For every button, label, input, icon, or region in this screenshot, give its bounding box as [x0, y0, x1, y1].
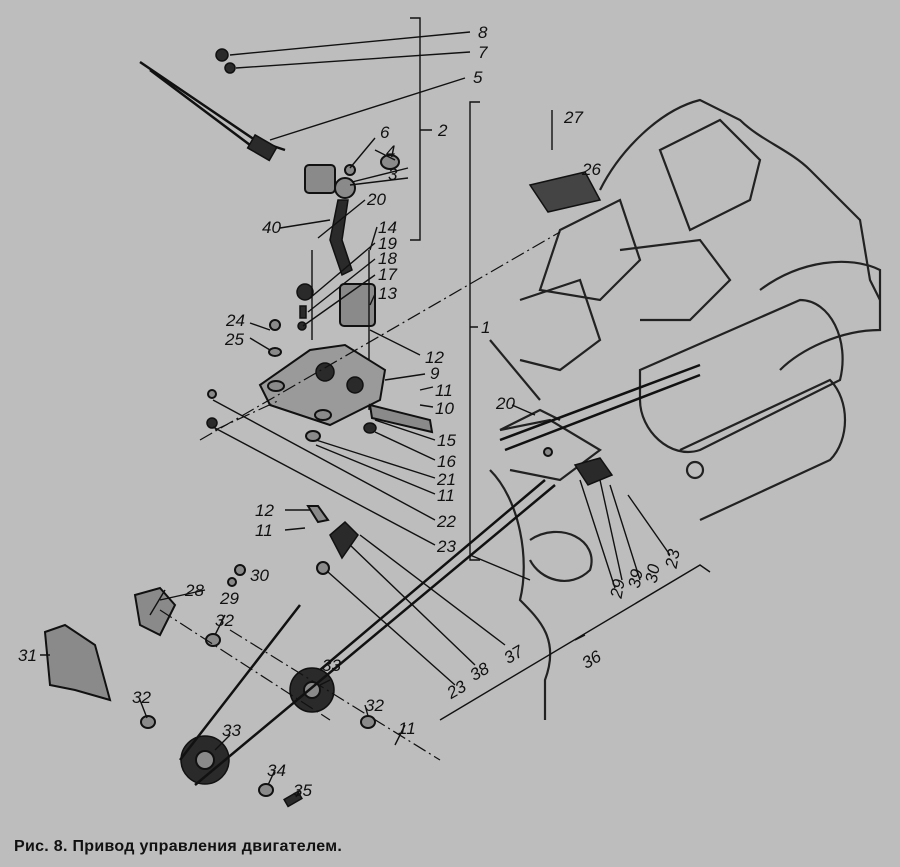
callout-20: 20 [366, 190, 386, 209]
callout-4: 4 [386, 142, 395, 161]
callout-40: 40 [262, 218, 281, 237]
figure-caption: Рис. 8. Привод управления двигателем. [14, 838, 343, 855]
callout-17: 17 [378, 265, 397, 284]
callout-36: 36 [579, 646, 605, 672]
callout-11: 11 [255, 521, 273, 540]
lower-drive-parts [43, 447, 614, 808]
callout-33: 33 [322, 656, 341, 675]
callout-22: 22 [436, 512, 456, 531]
callout-20: 20 [495, 394, 515, 413]
callout-29: 29 [219, 589, 239, 608]
callout-7: 7 [478, 43, 488, 62]
callout-19: 19 [378, 234, 397, 253]
callout-11: 11 [435, 381, 453, 400]
callout-30: 30 [250, 566, 269, 585]
callout-23: 23 [436, 537, 456, 556]
callout-38: 38 [467, 658, 493, 684]
callout-27: 27 [563, 108, 583, 127]
wiper-arm [139, 48, 286, 162]
callout-8: 8 [478, 23, 488, 42]
lever-assembly [206, 154, 434, 442]
callout-34: 34 [267, 761, 286, 780]
callout-13: 13 [378, 284, 397, 303]
callout-9: 9 [430, 364, 440, 383]
callout-6: 6 [380, 123, 390, 142]
callout-11: 11 [398, 719, 416, 738]
callout-12: 12 [255, 501, 274, 520]
callout-32: 32 [365, 696, 384, 715]
engine-block [489, 98, 882, 720]
callout-18: 18 [378, 249, 397, 268]
callout-23: 23 [443, 676, 470, 703]
callout-3: 3 [388, 165, 398, 184]
callout-12: 12 [425, 348, 444, 367]
callout-14: 14 [378, 218, 397, 237]
callout-5: 5 [473, 68, 483, 87]
callout-30: 30 [642, 562, 664, 584]
callout-10: 10 [435, 399, 454, 418]
callout-32: 32 [215, 611, 234, 630]
callout-11: 11 [437, 486, 455, 505]
callout-23: 23 [662, 547, 684, 570]
callout-29: 29 [607, 577, 629, 600]
callout-21: 21 [436, 470, 456, 489]
callout-24: 24 [225, 311, 245, 330]
callout-39: 39 [625, 567, 647, 589]
leader-lines [40, 17, 711, 798]
callout-25: 25 [224, 330, 244, 349]
callout-2: 2 [437, 121, 448, 140]
callout-1: 1 [481, 318, 490, 337]
callout-33: 33 [222, 721, 241, 740]
callout-35: 35 [293, 781, 312, 800]
callout-31: 31 [18, 646, 37, 665]
callout-15: 15 [437, 431, 456, 450]
callout-16: 16 [437, 452, 456, 471]
callout-28: 28 [184, 581, 204, 600]
callout-26: 26 [581, 160, 601, 179]
callout-32: 32 [132, 688, 151, 707]
